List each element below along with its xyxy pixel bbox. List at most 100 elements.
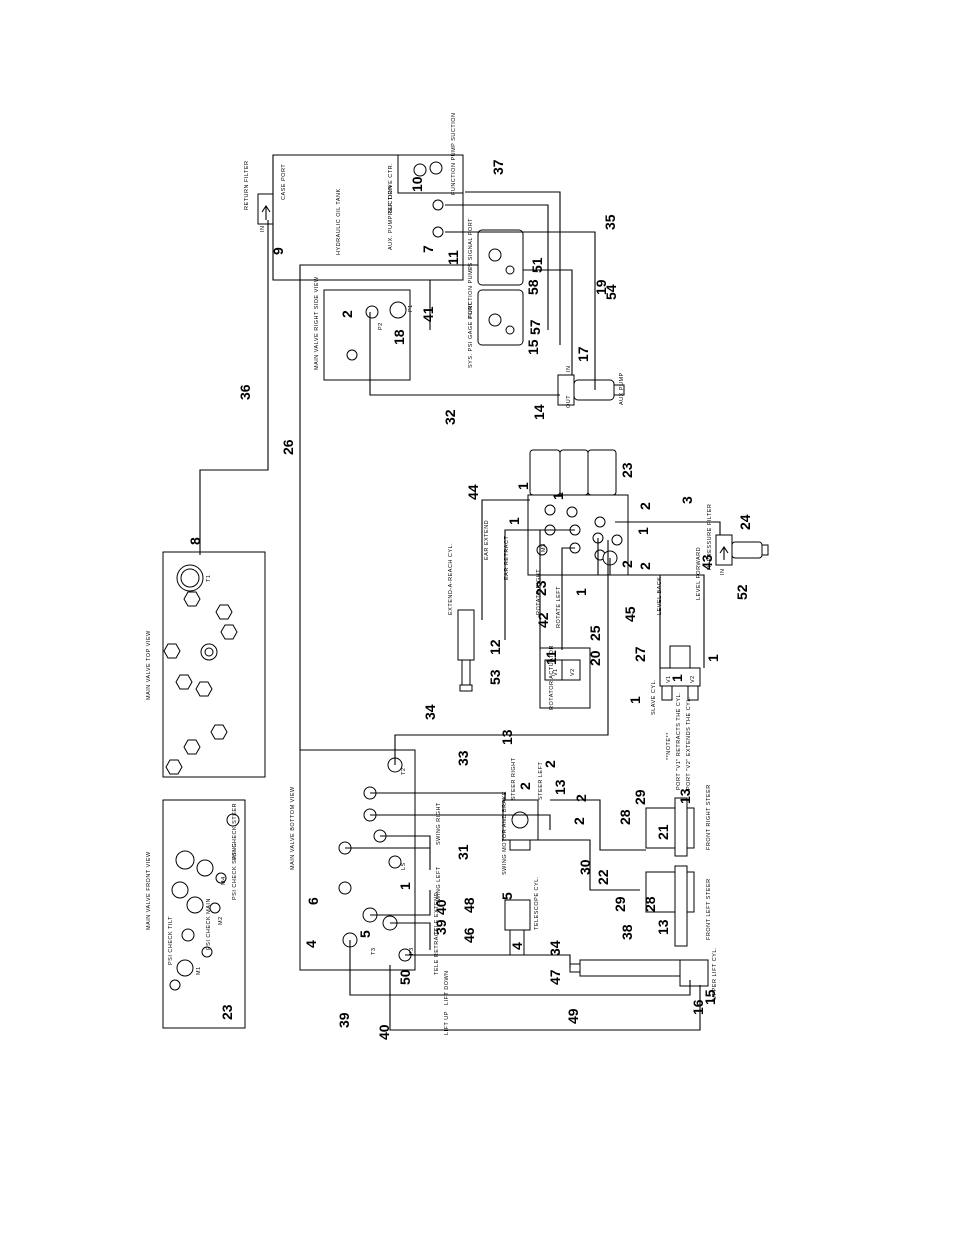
callout: 5 <box>499 892 515 900</box>
callout: 28 <box>617 809 633 825</box>
callout: 23 <box>619 462 635 478</box>
callout: 31 <box>455 844 471 860</box>
aux-pump-out: OUT <box>566 395 572 408</box>
rotate-left-label: ROTATE LEFT <box>556 586 562 628</box>
aux-pump-label: AUX PUMP <box>619 372 625 405</box>
rotate-right-label: ROTATE RIGHT <box>536 569 542 615</box>
steer-left-label: STEER LEFT <box>538 762 544 800</box>
return-filter-label: RETURN FILTER <box>244 161 250 210</box>
callout: 13 <box>552 779 568 795</box>
callout: 11 <box>445 250 461 265</box>
extend-a-reach-label: EXTEND-A-REACH CYL. <box>448 543 454 615</box>
m3-label: M3 <box>541 543 547 552</box>
p3-label: P3 <box>409 947 415 955</box>
mv-top-view-label: MAIN VALVE TOP VIEW <box>146 630 152 700</box>
psi-check-main: PSI CHECK MAIN <box>206 898 212 950</box>
callout: 25 <box>587 625 603 641</box>
callout: 28 <box>642 896 658 912</box>
tele-extend-label: TELE EXTEND <box>434 892 440 935</box>
telescope-cyl: TELESCOPE CYL. <box>504 876 540 956</box>
function-pump: LS SIGNAL PORT FUNCTION PUMP SYS. PSI GA… <box>468 218 524 368</box>
front-left-steer: FRONT LEFT STEER <box>645 865 712 947</box>
callout: 30 <box>577 859 593 875</box>
callout: 1 <box>627 696 643 704</box>
t2-label: T2 <box>401 768 407 775</box>
callout: 43 <box>699 554 715 570</box>
callout: 37 <box>490 159 506 175</box>
t1-label: T1 <box>206 575 212 582</box>
lift-down-label: LIFT DOWN <box>444 970 450 1005</box>
callout: 8 <box>187 537 203 545</box>
callout: 33 <box>455 750 471 766</box>
callout: 52 <box>734 584 750 600</box>
callout: 15 <box>702 989 718 1005</box>
m4-label: M4 <box>221 876 227 885</box>
front-left-steer-label: FRONT LEFT STEER <box>706 878 712 940</box>
callout: 1 <box>506 517 522 525</box>
callout: 21 <box>655 824 671 840</box>
swing-left-label: SWING LEFT <box>436 866 442 905</box>
ls-signal-port-label: LS SIGNAL PORT <box>468 218 474 270</box>
callout: 1 <box>669 674 685 682</box>
callout: 18 <box>391 329 407 345</box>
slave-v2: V2 <box>690 675 696 683</box>
callout: 4 <box>303 940 319 948</box>
callout: 1 <box>635 527 651 535</box>
telescope-cyl-label: TELESCOPE CYL. <box>534 876 540 930</box>
callout: 1 <box>515 482 531 490</box>
callout: 34 <box>547 940 563 956</box>
callout: 2 <box>571 817 587 825</box>
callout: 4 <box>509 942 525 950</box>
callout: 42 <box>535 612 551 628</box>
directional-valve-block: M3 <box>527 449 629 576</box>
callout: 44 <box>465 484 481 500</box>
sys-psi-gage-port-label: SYS. PSI GAGE PORT <box>468 302 474 368</box>
case-port-label: CASE PORT <box>281 164 287 200</box>
front-right-steer-label: FRONT RIGHT STEER <box>706 784 712 850</box>
swing-motor-and-brake: SWING MOTOR AND BRAKE <box>502 791 539 875</box>
return-filter-in: IN <box>260 226 266 233</box>
callout: 36 <box>237 384 253 400</box>
callout: 51 <box>529 257 545 273</box>
main-valve-right-side-view: MAIN VALVE RIGHT SIDE VIEW P2 P1 <box>314 276 414 381</box>
function-pump-suction-label: FUNCTION PUMP SUCTION <box>451 112 457 195</box>
callout: 13 <box>655 919 671 935</box>
callout: 45 <box>622 606 638 622</box>
callout: 2 <box>517 782 533 790</box>
callout: 38 <box>619 924 635 940</box>
callout: 16 <box>690 999 706 1015</box>
hose-lines <box>199 191 721 1031</box>
callout: 53 <box>487 669 503 685</box>
hi-pressure-filter: HI PRESSURE FILTER IN <box>707 504 769 576</box>
hi-pressure-in: IN <box>720 569 726 576</box>
psi-check-swing: PSI CHECK SWING <box>232 843 238 900</box>
callout: 35 <box>602 214 618 230</box>
mv-bottom-view-label: MAIN VALVE BOTTOM VIEW <box>290 786 296 870</box>
upper-lift-cyl: UPPER LIFT CYL. <box>569 947 718 1000</box>
callout: 26 <box>280 439 296 455</box>
swing-right-label: SWING RIGHT <box>436 802 442 845</box>
callout: 47 <box>547 969 563 985</box>
callout: 23 <box>533 580 549 596</box>
callout: 27 <box>632 646 648 662</box>
ear-extend-label: EAR EXTEND <box>484 520 490 560</box>
callout: 40 <box>376 1024 392 1040</box>
upper-lift-cyl-label: UPPER LIFT CYL. <box>712 947 718 1000</box>
aux-pump: OUT IN AUX PUMP <box>557 366 625 408</box>
callout: 20 <box>587 650 603 666</box>
callout: 39 <box>433 919 449 935</box>
function-pump-label: FUNCTION PUMP <box>468 266 474 318</box>
slave-cyl: SLAVE CYL. V1 V2 <box>651 645 701 715</box>
callout: 10 <box>409 176 425 192</box>
callout: 7 <box>420 245 436 253</box>
callout: 1 <box>397 882 413 890</box>
slave-cyl-label: SLAVE CYL. <box>651 679 657 715</box>
callout: 32 <box>442 409 458 425</box>
hi-pressure-filter-label: HI PRESSURE FILTER <box>707 504 713 570</box>
p2-label: P2 <box>378 322 384 330</box>
note-block: **NOTE** PORT "V1" RETRACTS THE CYL. POR… <box>666 692 692 790</box>
rotator-actuator-label: ROTATOR ACTUATOR <box>549 645 555 710</box>
callout: 1 <box>550 492 566 500</box>
callout: 48 <box>461 897 477 913</box>
